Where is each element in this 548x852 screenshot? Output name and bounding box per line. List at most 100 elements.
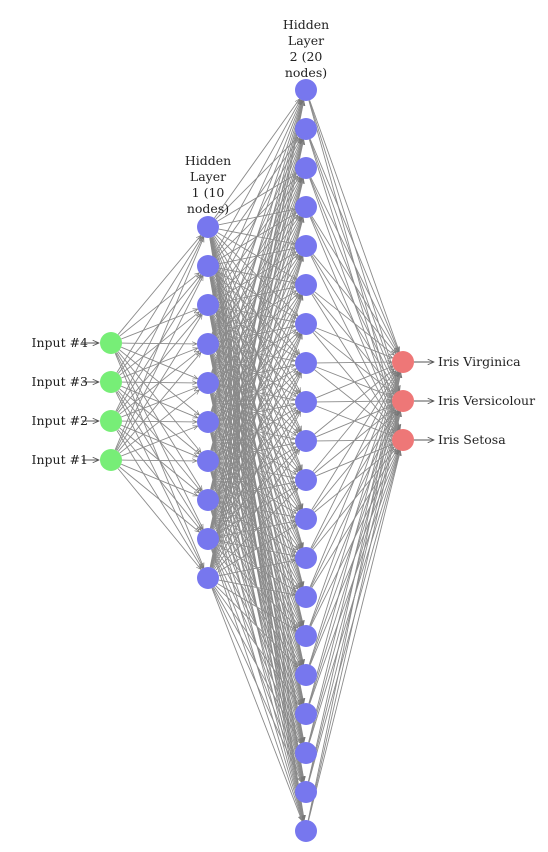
edge-l3-10-1	[314, 369, 395, 435]
edge-l2-10-13	[218, 560, 295, 577]
edge-l2-10-20	[211, 588, 302, 820]
neuron-nodes	[100, 79, 414, 842]
edge-l1-4-9	[119, 466, 200, 532]
input-node-4	[100, 449, 122, 471]
input-label-4: Input #4	[32, 335, 89, 350]
output-node-3	[392, 429, 414, 451]
edge-l2-10-4	[210, 218, 303, 568]
hidden2-node-12	[295, 508, 317, 530]
hidden1-header-line1: Hidden	[185, 153, 231, 168]
edge-l2-3-1	[212, 100, 302, 296]
hidden1-node-9	[197, 528, 219, 550]
edge-l3-16-1	[308, 373, 399, 665]
hidden2-header-line2: Layer	[288, 33, 324, 48]
edge-l2-10-16	[215, 585, 298, 668]
hidden1-node-7	[197, 450, 219, 472]
edge-l2-10-11	[215, 488, 298, 571]
edge-l2-1-1	[214, 99, 299, 219]
edge-l2-10-12	[217, 525, 296, 573]
edge-l3-12-1	[311, 371, 397, 510]
hidden2-node-9	[295, 391, 317, 413]
edge-l3-9-1	[316, 366, 393, 399]
hidden1-node-2	[197, 255, 219, 277]
edge-l1-4-3	[116, 314, 202, 451]
edge-l2-2-1	[213, 100, 301, 257]
io-arrows	[82, 343, 434, 460]
edge-l1-4-7	[121, 460, 197, 461]
edge-l3-20-1	[307, 373, 401, 821]
input-label-2: Input #2	[32, 413, 88, 428]
edge-l2-10-18	[213, 587, 301, 744]
edge-l3-15-1	[309, 372, 400, 626]
edge-l1-4-8	[121, 463, 198, 496]
hidden2-node-15	[295, 625, 317, 647]
edge-l2-10-10	[214, 450, 299, 570]
output-label-setosa: Iris Setosa	[438, 432, 506, 447]
edge-l2-10-14	[218, 579, 295, 595]
edge-l3-2-1	[309, 139, 399, 352]
hidden1-node-3	[197, 294, 219, 316]
hidden1-node-8	[197, 489, 219, 511]
edge-l1-4-1	[114, 237, 204, 450]
edge-l3-4-1	[311, 216, 397, 352]
edge-l1-1-1	[117, 235, 201, 335]
edge-l2-10-17	[214, 586, 299, 705]
hidden2-node-14	[295, 586, 317, 608]
input-label-1: Input #1	[32, 452, 88, 467]
hidden1-header-line2: Layer	[190, 169, 226, 184]
edge-l3-14-1	[309, 372, 399, 587]
edge-l2-10-8	[212, 373, 302, 569]
hidden2-node-11	[295, 469, 317, 491]
edge-l3-1-1	[309, 100, 400, 351]
hidden2-node-20	[295, 820, 317, 842]
input-node-2	[100, 371, 122, 393]
edge-l1-4-4	[117, 352, 201, 452]
hidden2-node-16	[295, 664, 317, 686]
edge-l1-3-1	[115, 237, 204, 412]
hidden1-header-line4: nodes)	[187, 201, 229, 216]
output-node-1	[392, 351, 414, 373]
hidden2-node-13	[295, 547, 317, 569]
edge-l2-10-2	[209, 140, 303, 568]
edge-l3-13-1	[310, 372, 399, 549]
edge-l2-10-9	[213, 412, 301, 569]
edge-l3-20-2	[307, 412, 400, 821]
hidden2-node-6	[295, 274, 317, 296]
edge-l2-6-1	[210, 101, 303, 412]
edge-l2-10-15	[217, 583, 297, 631]
edge-l2-10-7	[211, 334, 302, 568]
edge-l2-7-1	[210, 101, 303, 451]
hidden2-node-8	[295, 352, 317, 374]
edge-l2-10-5	[210, 257, 303, 568]
hidden2-node-4	[295, 196, 317, 218]
output-node-2	[392, 390, 414, 412]
edge-l3-18-1	[308, 373, 401, 743]
hidden1-header-line3: 1 (10	[192, 185, 225, 200]
labels: Input #4 Input #3 Input #2 Input #1 Iris…	[32, 17, 536, 467]
hidden2-header-line4: nodes)	[285, 65, 327, 80]
hidden2-node-5	[295, 235, 317, 257]
edge-l3-3-1	[310, 177, 399, 352]
edge-l2-8-1	[210, 101, 304, 490]
hidden1-node-10	[197, 567, 219, 589]
hidden2-node-3	[295, 157, 317, 179]
edge-l3-17-1	[308, 373, 400, 704]
edge-l2-10-1	[209, 101, 304, 568]
hidden2-node-18	[295, 742, 317, 764]
hidden1-node-4	[197, 333, 219, 355]
edge-l1-2-1	[116, 236, 202, 373]
edge-l2-10-3	[210, 179, 304, 568]
hidden1-node-5	[197, 372, 219, 394]
edge-l2-4-1	[211, 100, 302, 334]
edge-l3-19-1	[307, 373, 400, 782]
hidden2-node-1	[295, 79, 317, 101]
hidden2-node-7	[295, 313, 317, 335]
hidden2-header-line3: 2 (20	[290, 49, 323, 64]
edge-l2-9-1	[209, 101, 303, 529]
edge-l3-5-1	[312, 254, 396, 353]
edge-l3-6-1	[314, 291, 395, 355]
input-node-1	[100, 332, 122, 354]
hidden2-node-19	[295, 781, 317, 803]
connection-edges	[114, 99, 401, 821]
